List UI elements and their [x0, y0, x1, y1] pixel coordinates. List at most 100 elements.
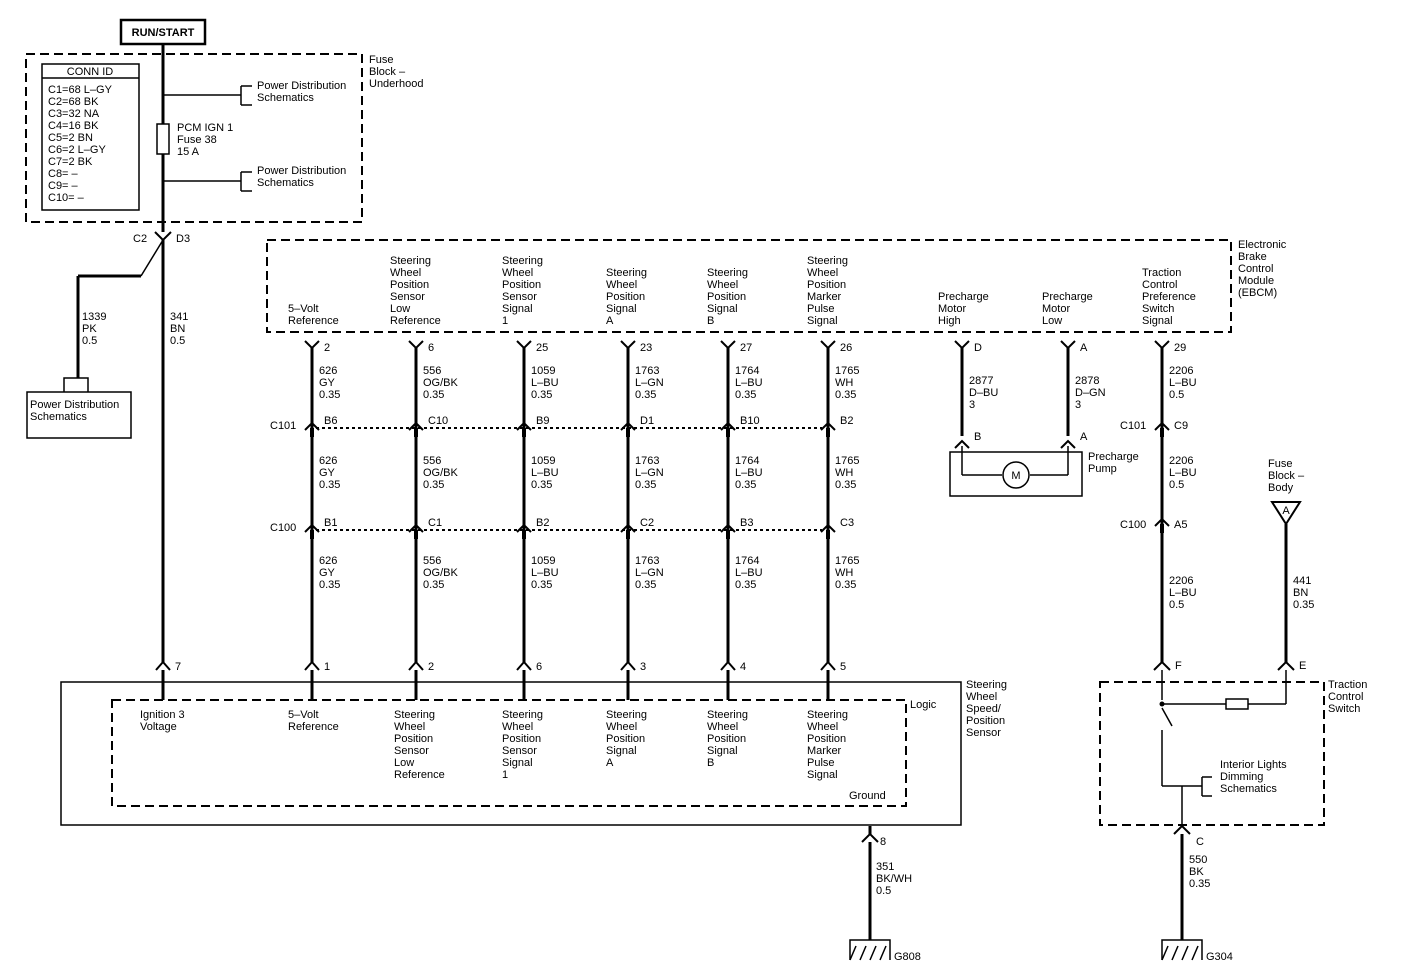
- traction-wire-label: 0.5: [1169, 389, 1184, 401]
- wire-label: 0.35: [319, 389, 340, 401]
- c100-pin: B2: [536, 517, 549, 529]
- precharge-label: Low: [1042, 315, 1062, 327]
- wire-label: 1764: [735, 455, 759, 467]
- c100-pin-mark: [726, 530, 730, 539]
- tcs-title-line: Switch: [1328, 703, 1360, 715]
- wire-label: 1765: [835, 455, 859, 467]
- wire-label: L–BU: [735, 567, 763, 579]
- wire-label: 0.35: [319, 579, 340, 591]
- wire-label: 0.35: [531, 479, 552, 491]
- wire-label: 556: [423, 455, 441, 467]
- tcs-pin-c-connector: [1173, 824, 1191, 835]
- ebcm-pin-connector: [620, 340, 636, 350]
- wire-label: GY: [319, 567, 336, 579]
- logic-label: Logic: [910, 699, 937, 711]
- wire-441-line: 0.35: [1293, 599, 1314, 611]
- sensor-pin: 5: [840, 661, 846, 673]
- wire-label: 0.35: [835, 579, 856, 591]
- sensor-pin-label: B: [707, 757, 714, 769]
- wire-label: 1765: [835, 555, 859, 567]
- power-dist-bottom-line: Power Distribution: [257, 165, 346, 177]
- tcs-switch-contact: [1161, 707, 1173, 727]
- wire-label: GY: [319, 377, 336, 389]
- sensor-pin-label: Low: [394, 757, 414, 769]
- signal-label: Steering: [390, 255, 431, 267]
- conn-id-header: CONN ID: [67, 66, 114, 78]
- c100-pin: C3: [840, 517, 854, 529]
- wire-label: 626: [319, 555, 337, 567]
- traction-label: Traction: [1142, 267, 1181, 279]
- wire-label: 0.35: [635, 579, 656, 591]
- sensor-pin: 2: [428, 661, 434, 673]
- power-dist-top-tap: [240, 85, 252, 106]
- signal-label: Steering: [707, 267, 748, 279]
- c101-pin-mark: [726, 428, 730, 437]
- fuse-block-title-line: Underhood: [369, 78, 423, 90]
- wire-label: 0.35: [735, 479, 756, 491]
- ground-id: G304: [1206, 951, 1233, 963]
- sensor-pin: 1: [324, 661, 330, 673]
- signal-column-1: SteeringWheelPositionSensorLowReference6…: [390, 255, 459, 662]
- sensor-pin-label: Wheel: [606, 721, 637, 733]
- signal-label: Low: [390, 303, 410, 315]
- conn-id-row-line: C9= –: [48, 180, 79, 192]
- wire-label: 0.35: [735, 579, 756, 591]
- wire-label: 1763: [635, 555, 659, 567]
- sensor-pin-label: Steering: [707, 709, 748, 721]
- tcs-pin-e-connector: [1277, 660, 1295, 671]
- precharge-wire-label: D–BU: [969, 387, 998, 399]
- tcs-pin-e: E: [1299, 660, 1306, 672]
- sensor-pin-label: Position: [502, 733, 541, 745]
- precharge-wire-label: 3: [969, 399, 975, 411]
- wire-351-line: 0.5: [876, 885, 891, 897]
- sensor-pin-label: Reference: [288, 721, 339, 733]
- traction-pin: 29: [1174, 342, 1186, 354]
- ebcm-pin: 27: [740, 342, 752, 354]
- c101-connector: [820, 421, 836, 431]
- signal-label: Position: [606, 291, 645, 303]
- wire-label: OG/BK: [423, 567, 459, 579]
- tcs-title-line: Control: [1328, 691, 1363, 703]
- run-start-label: RUN/START: [132, 27, 195, 39]
- conn-id-row-line: C1=68 L–GY: [48, 84, 113, 96]
- wire-label: 0.35: [423, 479, 444, 491]
- signal-column-0: 5–VoltReference2626GY0.35B6626GY0.35B162…: [288, 303, 340, 662]
- signal-label: Wheel: [390, 267, 421, 279]
- tcs-title-line: Traction: [1328, 679, 1367, 691]
- ebcm-pin-connector: [516, 340, 532, 350]
- c101-pin-mark: [626, 428, 630, 437]
- wire-label: WH: [835, 567, 853, 579]
- ground-id: G808: [894, 951, 921, 963]
- wire-1339-line: 0.5: [82, 335, 97, 347]
- signal-label: Sensor: [390, 291, 425, 303]
- precharge-wire-label: 3: [1075, 399, 1081, 411]
- sensor-pin-label: Position: [606, 733, 645, 745]
- wire-550-line: 550: [1189, 854, 1207, 866]
- sensor-pin-connector: [155, 660, 171, 671]
- fuse-label-line: PCM IGN 1: [177, 122, 233, 134]
- sensor-pin-label: Steering: [807, 709, 848, 721]
- wire-341-line: 341: [170, 311, 188, 323]
- conn-id-row-line: C2=68 BK: [48, 96, 99, 108]
- pump-label-line: Precharge: [1088, 451, 1139, 463]
- c101-pin: B6: [324, 415, 337, 427]
- sensor-pin-label: Signal: [807, 769, 838, 781]
- sensor-pin-label: Sensor: [394, 745, 429, 757]
- c101-pin-mark: [310, 428, 314, 437]
- sensor-pin-label: Signal: [606, 745, 637, 757]
- power-dist-left-box: [26, 391, 132, 439]
- power-dist-bottom-tap: [240, 171, 252, 192]
- conn-id-row-line: C5=2 BN: [48, 132, 93, 144]
- sensor-pin: 6: [536, 661, 542, 673]
- wire-label: 0.35: [531, 389, 552, 401]
- c100-label: C100: [270, 522, 296, 534]
- tcs-pin-f-connector: [1153, 660, 1171, 671]
- wire-label: 1765: [835, 365, 859, 377]
- signal-label: 5–Volt: [288, 303, 319, 315]
- traction-c101-connector: [1154, 421, 1170, 431]
- wire-label: L–BU: [531, 467, 559, 479]
